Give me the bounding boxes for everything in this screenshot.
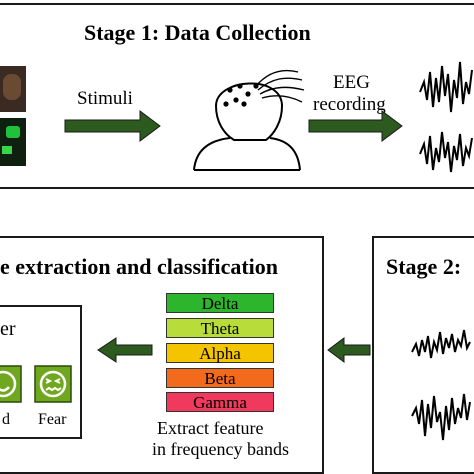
fear-face-icon xyxy=(34,365,72,403)
band-delta: Delta xyxy=(166,293,274,313)
classify-arrow-icon xyxy=(97,337,153,363)
caption-line2: in frequency bands xyxy=(152,439,289,459)
band-theta: Theta xyxy=(166,318,274,338)
emotion-label-1: Fear xyxy=(38,411,67,428)
eeg-waveform-icon xyxy=(419,61,473,173)
stimulus-video-thumbnail-1 xyxy=(0,66,26,112)
classifier-label: er xyxy=(0,318,16,340)
eeg-label-line1: EEG xyxy=(333,72,370,93)
stage3-title: e extraction and classification xyxy=(0,254,279,279)
stage1-title: Stage 1: Data Collection xyxy=(84,20,311,45)
stage2-panel xyxy=(372,236,474,474)
band-alpha: Alpha xyxy=(166,343,274,363)
stimuli-label: Stimuli xyxy=(77,88,133,109)
happy-face-icon xyxy=(0,365,22,403)
eeg-signal-icon xyxy=(411,329,471,441)
emotion-label-0: d xyxy=(2,411,10,428)
person-eeg-cap-icon xyxy=(193,69,305,171)
band-gamma: Gamma xyxy=(166,392,274,412)
feature-arrow-icon xyxy=(327,337,371,363)
eeg-label-line2: recording xyxy=(313,94,386,115)
caption-line1: Extract feature xyxy=(157,418,264,438)
stimulus-video-thumbnail-2 xyxy=(0,118,26,166)
eeg-recording-arrow-icon xyxy=(308,110,403,142)
band-beta: Beta xyxy=(166,368,274,388)
stage2-title: Stage 2: xyxy=(386,254,462,279)
stimuli-arrow-icon xyxy=(64,110,161,142)
